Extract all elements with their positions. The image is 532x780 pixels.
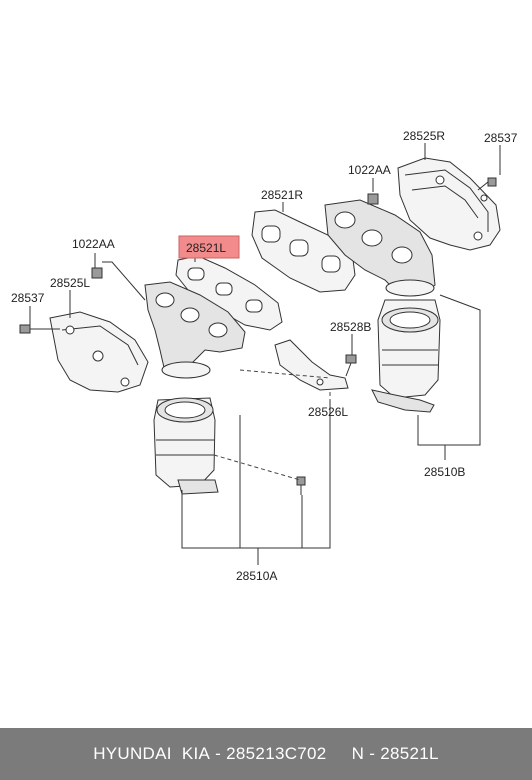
highlight-box <box>178 235 240 259</box>
footer-ref-number: 28521L <box>380 744 439 763</box>
label-28537-right: 28537 <box>484 131 518 145</box>
gasket-right <box>251 209 356 293</box>
bolt-28537-right <box>477 177 497 191</box>
catalytic-converter-right <box>371 299 441 413</box>
heat-protector-left <box>49 311 149 393</box>
footer-gap <box>327 744 352 764</box>
parts-diagram: 28525R 28537 1022AA 28521R 28521L 1022AA… <box>11 129 518 583</box>
footer-part-number: 285213C702 <box>226 744 327 763</box>
label-28521L: 28521L <box>186 241 226 255</box>
footer-separator-2: - <box>364 744 381 763</box>
label-28525L: 28525L <box>50 276 90 290</box>
footer-bar: HYUNDAI KIA - 285213C702 N - 28521L <box>0 728 532 780</box>
heat-protector-right <box>397 157 501 251</box>
footer-ref-prefix: N <box>351 744 365 763</box>
nut-1022AA-left <box>91 267 103 279</box>
exhaust-manifold-left <box>144 281 246 379</box>
leader-lines <box>29 143 501 565</box>
label-28510B: 28510B <box>424 465 465 479</box>
exhaust-manifold-right <box>324 199 436 297</box>
gasket-left <box>175 255 283 331</box>
bolt-28528B <box>345 354 357 377</box>
label-28521R: 28521R <box>261 188 303 202</box>
bolt-lower <box>296 476 306 495</box>
label-28528B: 28528B <box>330 320 371 334</box>
label-1022AA-left: 1022AA <box>72 237 115 251</box>
catalytic-converter-left <box>153 397 219 495</box>
label-28526L: 28526L <box>308 405 348 419</box>
footer-separator-1: - <box>210 744 227 763</box>
bolt-28537-left <box>19 324 44 334</box>
label-28525R: 28525R <box>403 129 445 143</box>
label-1022AA-right: 1022AA <box>348 163 391 177</box>
label-28510A: 28510A <box>236 569 277 583</box>
bracket-left <box>274 339 349 391</box>
nut-1022AA-right <box>367 193 379 205</box>
footer-brand: HYUNDAI KIA <box>93 744 211 763</box>
label-28537-left: 28537 <box>11 291 45 305</box>
